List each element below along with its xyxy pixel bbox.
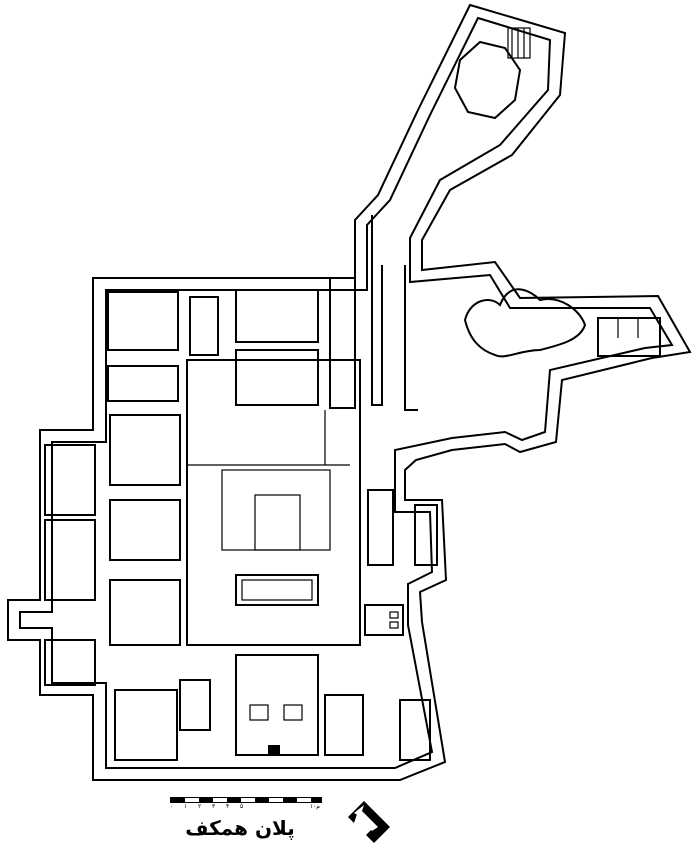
pool: [235, 574, 319, 606]
room: [109, 414, 181, 486]
plan-title: پلان همکف: [185, 816, 295, 840]
inner-wall: [19, 16, 674, 769]
north-arrow-icon: [348, 801, 390, 843]
room: [414, 504, 438, 566]
column: [268, 745, 280, 755]
room: [189, 296, 219, 356]
room: [329, 277, 356, 409]
courtyard: [186, 359, 361, 646]
octagonal-room: [453, 40, 522, 120]
scale-bar: ۰ ۱ ۲ ۳ ۴ ۵ ۱۰م: [170, 797, 322, 811]
floor-plan: [7, 3, 692, 781]
scale-end-label: ۱۰م: [309, 803, 320, 810]
room: [109, 579, 181, 646]
room: [364, 604, 404, 636]
scale-label: ۴: [226, 803, 230, 810]
stair: [179, 679, 211, 731]
scale-label: ۳: [212, 803, 216, 810]
room: [107, 365, 179, 402]
scale-label: ۲: [198, 803, 202, 810]
east-rooms: [597, 317, 661, 357]
scale-label: ۰: [170, 803, 174, 810]
room: [235, 289, 319, 343]
room: [109, 499, 181, 561]
room: [399, 699, 431, 761]
room: [114, 689, 178, 761]
room: [44, 519, 96, 601]
room: [367, 489, 394, 566]
outer-wall: [7, 3, 692, 781]
platform: [221, 469, 331, 551]
scale-label: ۵: [240, 803, 244, 810]
room: [107, 291, 179, 351]
hall: [235, 349, 319, 406]
room: [44, 639, 96, 686]
stair: [507, 27, 531, 59]
room: [44, 444, 96, 516]
scale-label: ۱: [184, 803, 188, 810]
room: [235, 654, 319, 756]
garden-room: [463, 288, 587, 358]
room: [324, 694, 364, 756]
